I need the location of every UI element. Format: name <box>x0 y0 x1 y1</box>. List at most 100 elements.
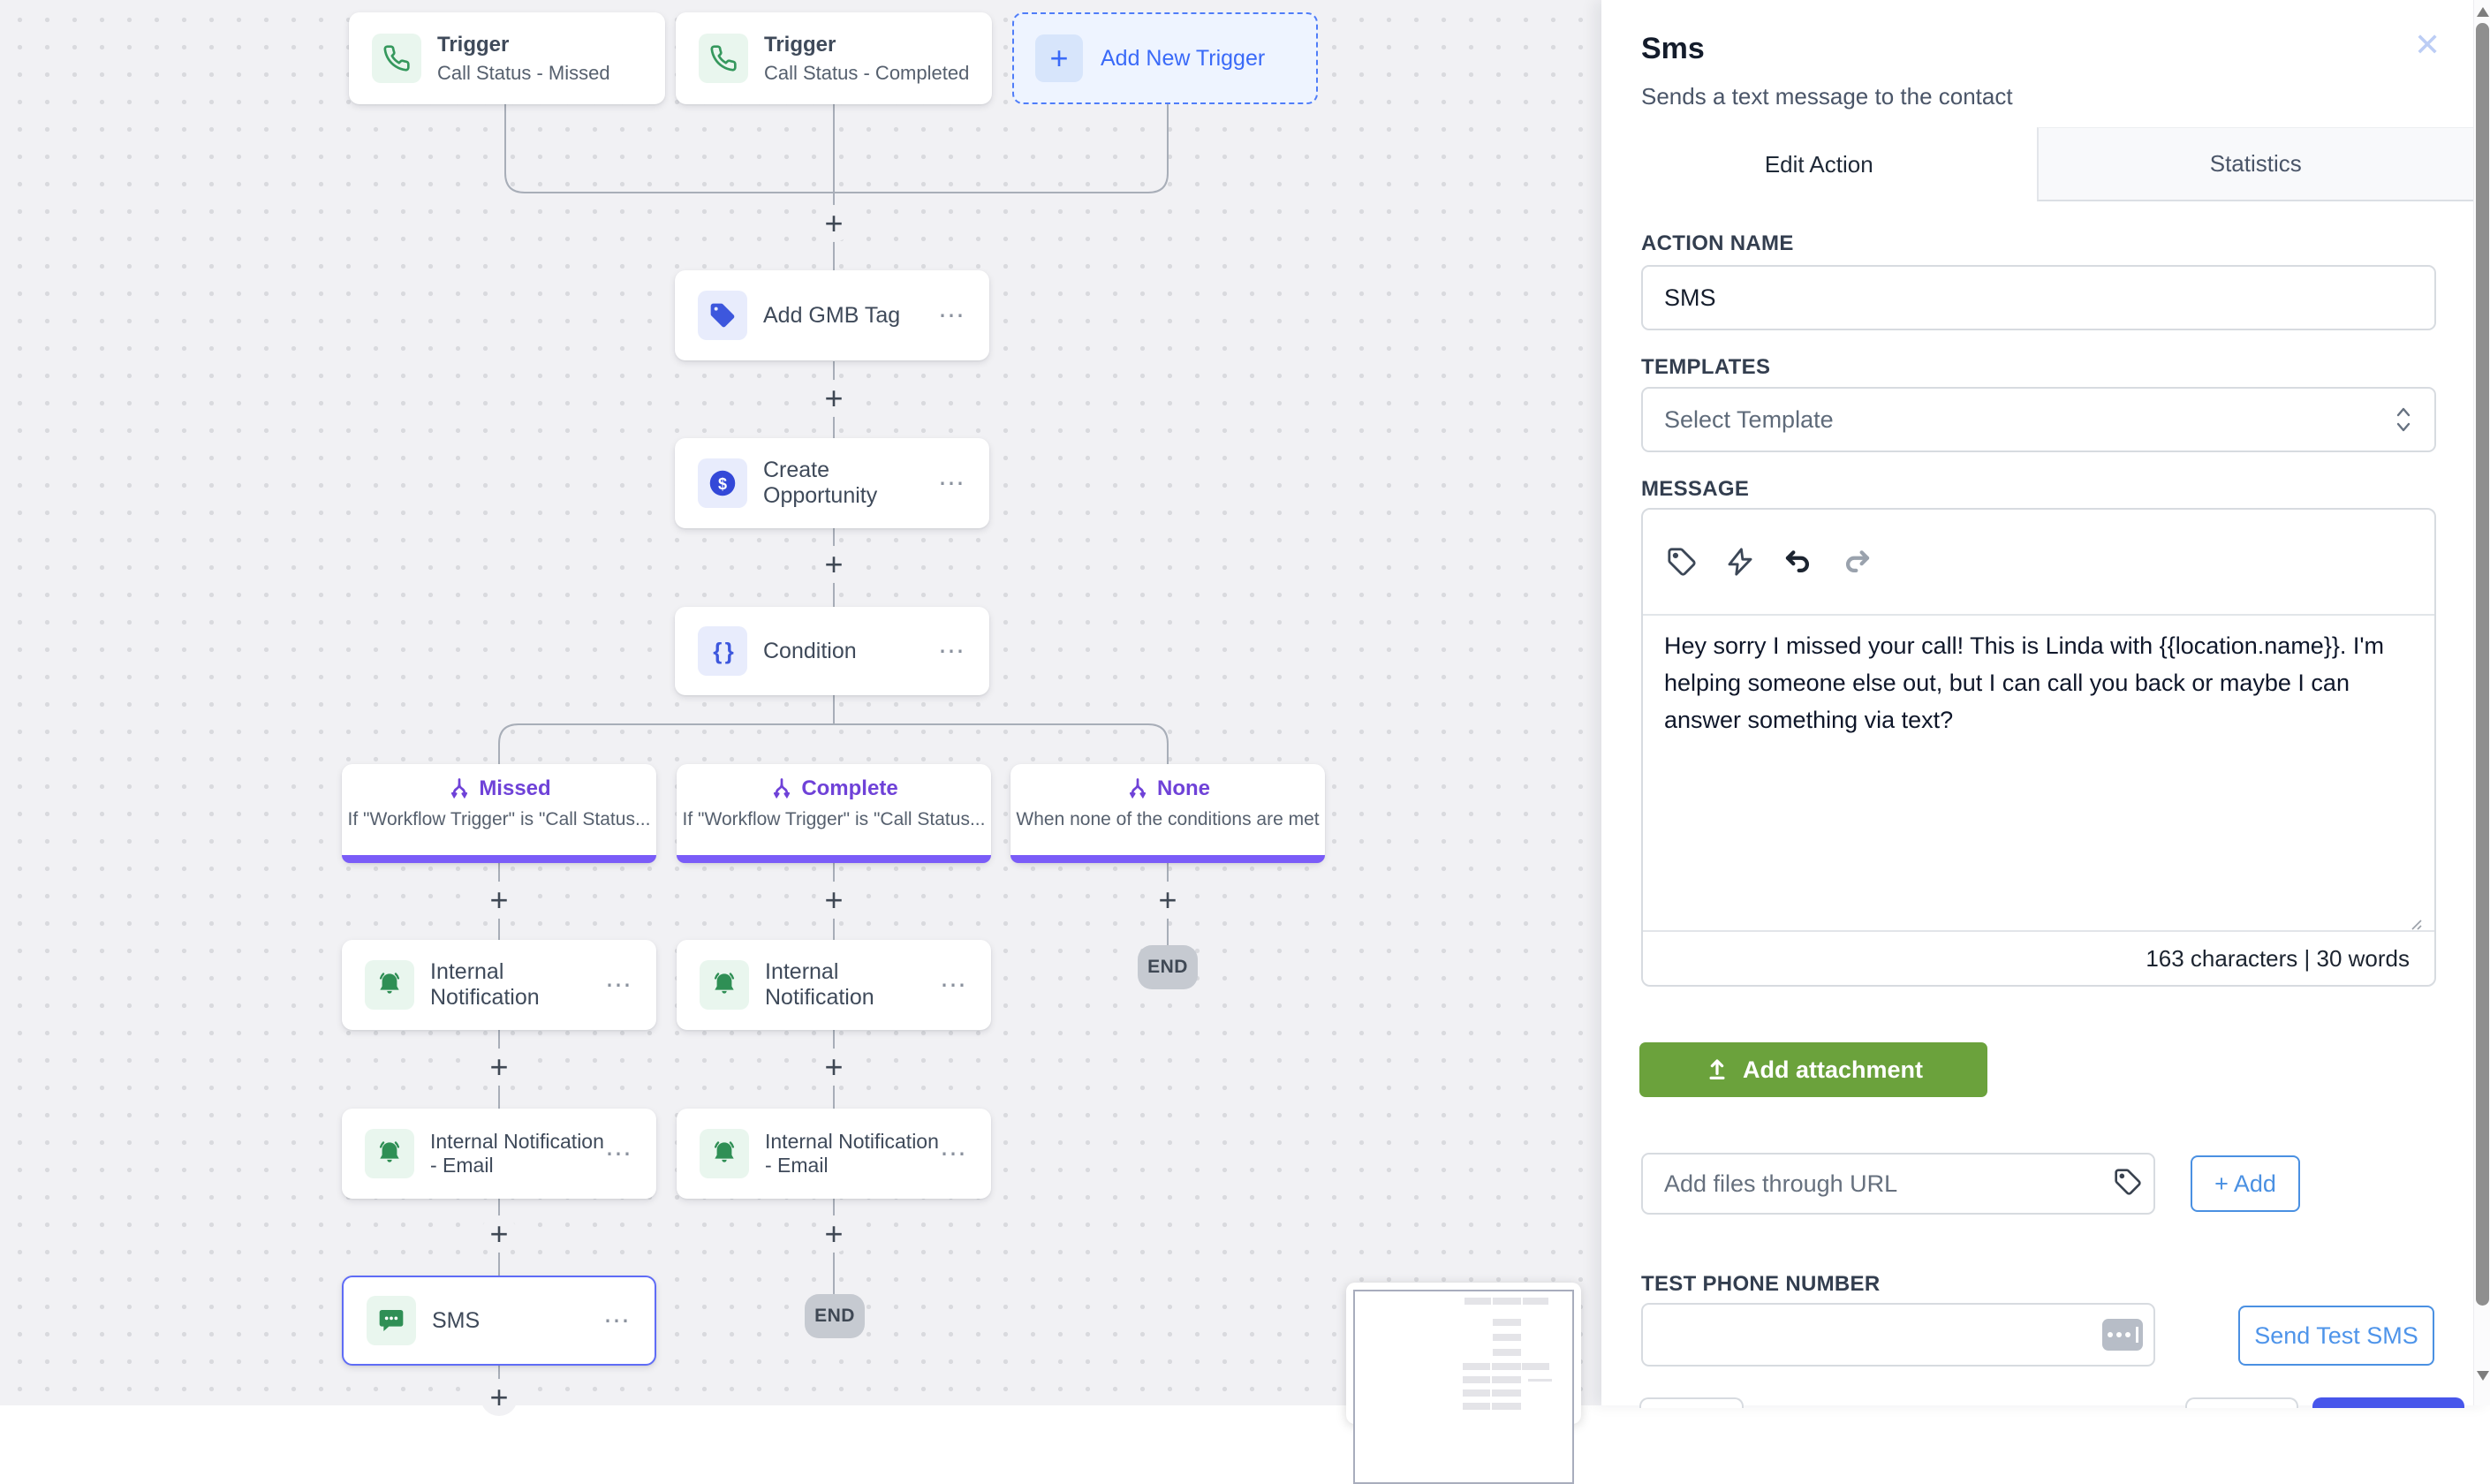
more-options-icon[interactable]: ⋯ <box>938 636 966 666</box>
undo-icon[interactable] <box>1782 546 1814 578</box>
action-node-add-gmb-tag[interactable]: Add GMB Tag ⋯ <box>675 270 989 360</box>
templates-label: TEMPLATES <box>1641 355 1771 379</box>
message-label: MESSAGE <box>1641 477 1750 501</box>
canvas-minimap[interactable] <box>1346 1283 1581 1484</box>
add-step-button[interactable]: + <box>481 1379 518 1416</box>
action-label: Condition <box>763 638 857 663</box>
chevron-updown-icon <box>2396 407 2411 432</box>
bottom-partial-button-left[interactable] <box>1639 1397 1744 1408</box>
add-attachment-button[interactable]: Add attachment <box>1639 1042 1987 1097</box>
redo-icon[interactable] <box>1841 546 1873 578</box>
send-test-sms-button[interactable]: Send Test SMS <box>2238 1306 2434 1366</box>
svg-text:$: $ <box>718 475 727 493</box>
action-label: Internal Notification <box>765 959 874 1010</box>
workflow-canvas[interactable]: Trigger Call Status - Missed Trigger Cal… <box>0 0 1601 1484</box>
action-node-sms-selected[interactable]: SMS ⋯ <box>342 1276 656 1366</box>
add-url-button[interactable]: + Add <box>2191 1155 2300 1212</box>
tag-merge-field-icon[interactable] <box>1666 546 1698 578</box>
tab-edit-action[interactable]: Edit Action <box>1601 127 2037 201</box>
action-label: Internal Notification - Email <box>765 1130 939 1177</box>
message-textarea[interactable]: Hey sorry I missed your call! This is Li… <box>1643 616 2434 930</box>
branch-node-none[interactable]: None When none of the conditions are met <box>1010 764 1325 863</box>
test-phone-label: TEST PHONE NUMBER <box>1641 1272 1881 1296</box>
branch-accent-bar <box>342 855 656 863</box>
action-name-input[interactable] <box>1641 265 2436 330</box>
braces-icon: { } <box>698 626 747 676</box>
bell-icon <box>365 1129 414 1178</box>
phone-icon <box>699 34 748 83</box>
add-new-trigger-button[interactable]: + Add New Trigger <box>1012 12 1318 104</box>
tag-icon <box>698 291 747 340</box>
message-toolbar <box>1643 510 2434 616</box>
bottom-partial-cancel-button[interactable] <box>2185 1397 2298 1408</box>
tag-icon[interactable] <box>2114 1168 2142 1196</box>
action-node-internal-notification-missed[interactable]: Internal Notification ⋯ <box>342 940 656 1030</box>
input-mask-icon[interactable] <box>2102 1319 2143 1351</box>
more-options-icon[interactable]: ⋯ <box>603 1306 632 1336</box>
panel-tabs: Edit Action Statistics <box>1601 127 2473 201</box>
action-node-condition[interactable]: { } Condition ⋯ <box>675 607 989 695</box>
panel-subtitle: Sends a text message to the contact <box>1641 83 2013 110</box>
close-icon[interactable]: ✕ <box>2414 26 2441 63</box>
trigger-title: Trigger <box>764 32 836 57</box>
branch-accent-bar <box>1010 855 1325 863</box>
branch-title: Missed <box>479 776 551 800</box>
bell-icon <box>700 1129 749 1178</box>
action-name-label: ACTION NAME <box>1641 231 1794 255</box>
add-step-button[interactable]: + <box>1149 882 1186 919</box>
bell-icon <box>700 960 749 1010</box>
add-step-button[interactable]: + <box>481 1215 518 1253</box>
test-phone-input[interactable] <box>1641 1303 2155 1367</box>
action-node-internal-notification-email-missed[interactable]: Internal Notification - Email ⋯ <box>342 1109 656 1199</box>
more-options-icon[interactable]: ⋯ <box>938 300 966 330</box>
add-step-button[interactable]: + <box>815 1215 852 1253</box>
panel-scrollbar[interactable] <box>2473 0 2490 1405</box>
scrollbar-thumb[interactable] <box>2476 23 2489 1306</box>
trigger-node-call-status-completed[interactable]: Trigger Call Status - Completed <box>676 12 992 104</box>
template-select[interactable]: Select Template <box>1641 387 2436 452</box>
tab-statistics[interactable]: Statistics <box>2036 127 2473 201</box>
split-icon <box>1129 778 1147 799</box>
sms-bubble-icon <box>367 1296 416 1345</box>
split-icon <box>451 778 468 799</box>
branch-node-missed[interactable]: Missed If "Workflow Trigger" is "Call St… <box>342 764 656 863</box>
add-new-trigger-label: Add New Trigger <box>1101 45 1266 71</box>
split-icon <box>774 778 791 799</box>
action-label: Create Opportunity <box>763 458 878 508</box>
action-label: Add GMB Tag <box>763 302 901 328</box>
scrollbar-up-arrow[interactable] <box>2477 7 2489 17</box>
branch-accent-bar <box>677 855 991 863</box>
end-marker-none: END <box>1138 945 1198 989</box>
action-node-internal-notification-email-complete[interactable]: Internal Notification - Email ⋯ <box>677 1109 991 1199</box>
trigger-subtitle: Call Status - Missed <box>437 61 610 84</box>
bottom-partial-save-button[interactable] <box>2312 1397 2464 1408</box>
action-node-internal-notification-complete[interactable]: Internal Notification ⋯ <box>677 940 991 1030</box>
dollar-icon: $ <box>698 458 747 508</box>
custom-values-lightning-icon[interactable] <box>1724 546 1756 578</box>
message-stats: 163 characters | 30 words <box>1643 930 2434 985</box>
more-options-icon[interactable]: ⋯ <box>938 468 966 498</box>
add-step-button[interactable]: + <box>815 546 852 583</box>
action-label: SMS <box>432 1307 481 1333</box>
scrollbar-down-arrow[interactable] <box>2477 1371 2489 1381</box>
resize-handle-icon[interactable] <box>2408 916 2422 930</box>
branch-node-complete[interactable]: Complete If "Workflow Trigger" is "Call … <box>677 764 991 863</box>
action-node-create-opportunity[interactable]: $ Create Opportunity ⋯ <box>675 438 989 528</box>
file-url-input[interactable] <box>1641 1153 2155 1215</box>
upload-icon <box>1709 1059 1725 1079</box>
end-marker-complete: END <box>805 1294 865 1338</box>
add-step-button[interactable]: + <box>815 205 852 242</box>
add-step-button[interactable]: + <box>481 882 518 919</box>
add-step-button[interactable]: + <box>815 1049 852 1086</box>
add-step-button[interactable]: + <box>481 1049 518 1086</box>
more-options-icon[interactable]: ⋯ <box>940 1139 968 1169</box>
plus-icon: + <box>1035 34 1083 82</box>
template-select-placeholder: Select Template <box>1664 405 1834 433</box>
trigger-node-call-status-missed[interactable]: Trigger Call Status - Missed <box>349 12 665 104</box>
more-options-icon[interactable]: ⋯ <box>940 970 968 1000</box>
more-options-icon[interactable]: ⋯ <box>605 970 633 1000</box>
more-options-icon[interactable]: ⋯ <box>605 1139 633 1169</box>
add-step-button[interactable]: + <box>815 380 852 417</box>
branch-subtitle: When none of the conditions are met <box>1016 809 1320 829</box>
add-step-button[interactable]: + <box>815 882 852 919</box>
